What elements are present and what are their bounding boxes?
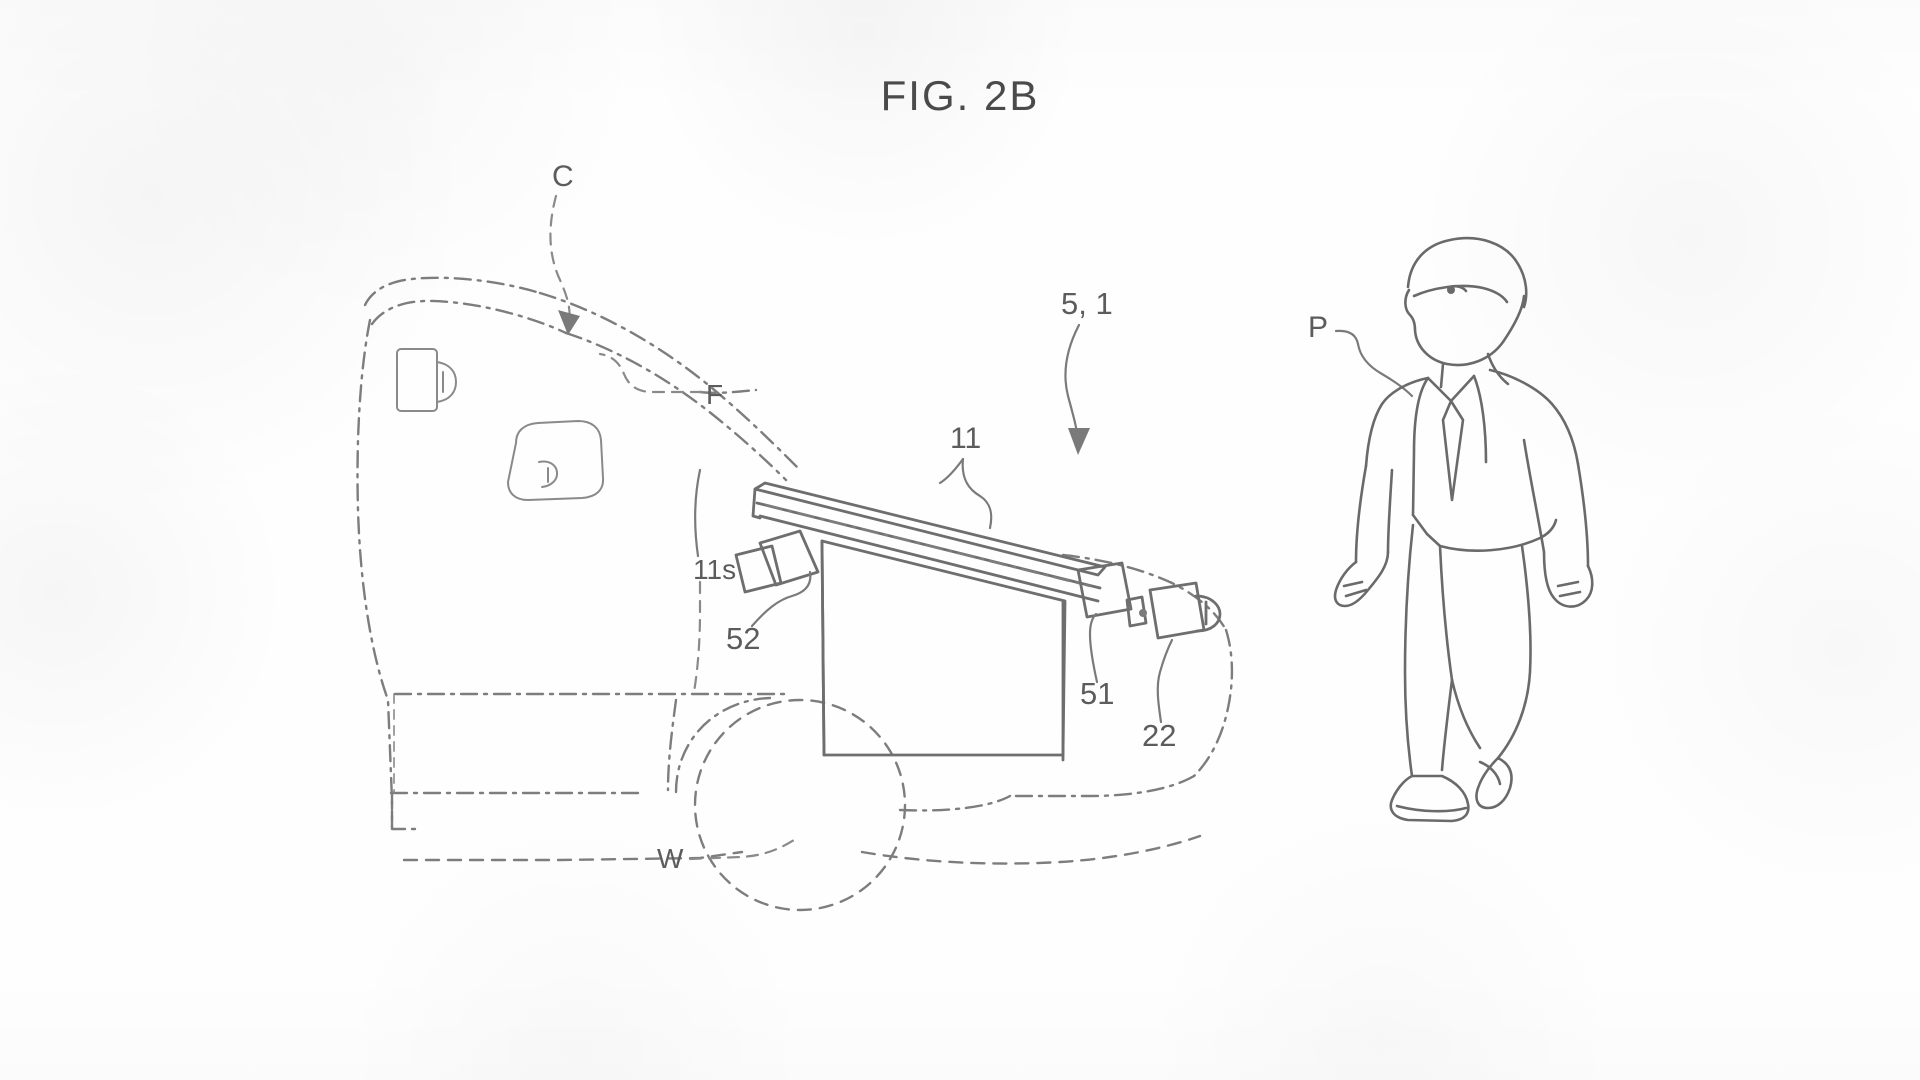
projector-unit-51 [1076, 561, 1133, 619]
display-support-bracket [758, 529, 820, 587]
pedestrian [1333, 236, 1594, 823]
vehicle-roofline [363, 276, 542, 307]
leader-5-1 [1064, 323, 1081, 446]
ref-label-11s: 11s [693, 554, 737, 585]
display-panel-left-edge [820, 539, 826, 757]
ground-line [402, 850, 744, 862]
pedestrian-arm-right-inner [1522, 438, 1546, 554]
display-assembly [734, 481, 1222, 762]
pedestrian-shoe-right [1475, 756, 1513, 810]
front-fascia [1192, 628, 1234, 778]
front-camera-22 [1148, 581, 1222, 640]
pedestrian-shoe-right-detail [1478, 760, 1502, 786]
leader-c [549, 194, 571, 328]
ref-label-p: P [1308, 311, 1329, 344]
ground-line-right [860, 834, 1202, 865]
pedestrian-fingers-right [1556, 580, 1582, 598]
vehicle-roof-inner [370, 299, 568, 335]
ref-label-52: 52 [726, 621, 761, 656]
pedestrian-neck [1439, 362, 1445, 389]
door-front-edge [666, 698, 678, 792]
leader-51 [1088, 612, 1099, 684]
ref-label-5-1: 5, 1 [1061, 286, 1113, 321]
pedestrian-lapel-right [1472, 374, 1488, 464]
pedestrian-shoe-left [1389, 774, 1470, 823]
leader-5-1-arrowhead [1068, 428, 1090, 455]
pedestrian-lapel-left [1411, 376, 1430, 517]
pedestrian-hand-right [1542, 550, 1594, 608]
pedestrian-head [1404, 288, 1526, 367]
leader-lines [549, 194, 1414, 861]
pedestrian-jacket-hem [1411, 513, 1558, 552]
ref-label-f: F [706, 379, 724, 410]
ref-label-22: 22 [1142, 718, 1177, 753]
display-rail-end-cap [751, 487, 762, 520]
pedestrian-shoulder-left [1364, 376, 1430, 468]
ref-label-c: C [552, 160, 574, 193]
hood-line [1061, 553, 1228, 632]
figure-title: FIG. 2B [880, 72, 1040, 119]
display-rail-lower [758, 514, 1100, 603]
pedestrian-collar [1426, 374, 1476, 403]
pedestrian-trouser-left-outer [1403, 523, 1415, 778]
display-rail-hidden [764, 503, 1092, 588]
wheel-arch [674, 696, 772, 794]
leader-w [688, 838, 796, 861]
display-panel [820, 539, 1067, 757]
cowl-line [698, 388, 758, 395]
windshield-inner [564, 331, 788, 482]
pedestrian-eye-dot [1447, 286, 1455, 294]
pedestrian-trouser-inner-right [1450, 678, 1482, 750]
pedestrian-shoe-left-detail [1395, 804, 1468, 813]
pedestrian-arm-right [1576, 462, 1590, 568]
leader-11-tick [938, 457, 965, 485]
connector-block [1125, 595, 1148, 628]
lower-body-right [898, 794, 1012, 812]
pedestrian-trouser-right-outer [1496, 544, 1532, 760]
pedestrian-shoulder-right [1488, 368, 1580, 466]
ref-label-51: 51 [1080, 676, 1115, 711]
pedestrian-hand-left [1333, 550, 1390, 608]
pedestrian-arm-left [1354, 464, 1368, 564]
pedestrian-hair [1406, 236, 1528, 309]
leader-22 [1156, 638, 1174, 724]
leader-f [598, 352, 704, 394]
leader-52 [750, 570, 812, 628]
front-wheel [693, 698, 907, 912]
leader-11s [692, 580, 702, 694]
pedestrian-arm-left-inner [1386, 468, 1394, 554]
body-left-edge [356, 318, 394, 830]
vehicle-body [356, 276, 1234, 912]
pedestrian-fingers-left [1342, 580, 1368, 598]
door-handle [507, 420, 605, 501]
pedestrian-tie [1441, 399, 1465, 502]
leader-p [1334, 329, 1414, 398]
pedestrian-trouser-crotch [1438, 544, 1454, 682]
pedestrian-trouser-inner-left [1440, 678, 1454, 772]
leader-11s-upper [694, 468, 702, 558]
rocker-step [390, 791, 422, 831]
front-valance [1008, 774, 1196, 798]
projector-unit-52 [734, 544, 783, 594]
rear-view-mirror [396, 348, 457, 412]
windshield-outer [538, 291, 802, 472]
leader-11 [961, 457, 993, 530]
ref-label-11: 11 [950, 422, 982, 455]
ref-label-w: W [657, 843, 684, 874]
pedestrian-hairline [1412, 284, 1509, 304]
leader-c-arrowhead [558, 310, 580, 335]
